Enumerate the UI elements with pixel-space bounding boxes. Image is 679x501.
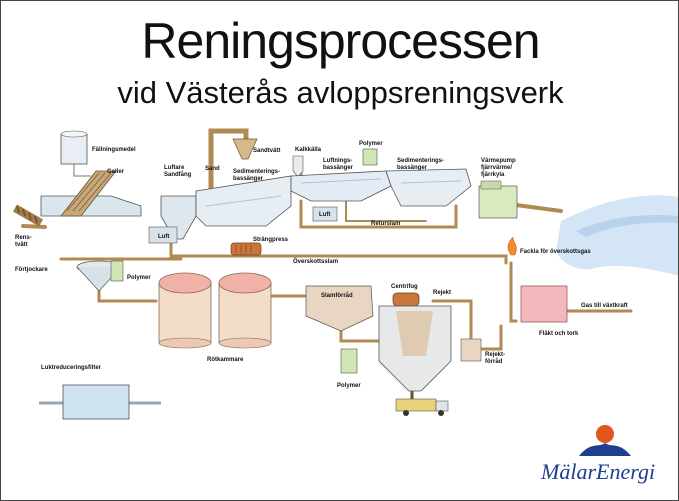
- label-kalkkalla: Kalkkälla: [295, 147, 322, 153]
- luft-box-2: [312, 206, 338, 222]
- label-luftning-a: Luftnings-: [323, 158, 352, 164]
- strangpress-machine: [230, 242, 262, 256]
- label-sedimentering-1b: bassänger: [233, 176, 264, 182]
- polymer-box-mid: [110, 260, 124, 282]
- label-strangpress: Strängpress: [253, 237, 289, 243]
- sedimentering-2: [385, 168, 472, 207]
- lake: [556, 195, 678, 276]
- pipes: [21, 164, 633, 351]
- page-subtitle: vid Västerås avloppsreningsverk: [117, 75, 564, 110]
- label-rejektforrad-b: förråd: [485, 358, 503, 365]
- label-rejekt: Rejekt: [433, 290, 451, 296]
- pipe-overskottsslam: [169, 236, 508, 265]
- pipe-returslam: [299, 199, 458, 229]
- label-luft-1: Luft: [158, 234, 169, 240]
- pipe-outlet: [514, 203, 563, 213]
- rotkammare-1: [158, 272, 212, 349]
- slamforrad-tank: [305, 285, 374, 332]
- kalkkalla-tank: [292, 155, 304, 178]
- label-luft-2: Luft: [319, 212, 330, 218]
- label-rotkammare: Rötkammare: [207, 357, 244, 363]
- label-sandtvatt: Sandtvätt: [253, 148, 280, 154]
- truck: [395, 398, 449, 416]
- luktreducering-filter: [39, 384, 161, 420]
- pipe-rejekt: [431, 299, 473, 343]
- pipe-ret-loop: [345, 195, 427, 222]
- label-polymer-mid: Polymer: [127, 275, 151, 281]
- label-sedimentering-2b: bassänger: [397, 165, 428, 171]
- label-sandfang: Sandfång: [164, 171, 192, 178]
- sand-pipe: [208, 128, 249, 201]
- rotkammare-2: [218, 272, 272, 349]
- label-centrifug: Centrifug: [391, 284, 418, 290]
- luft-box-1: [148, 226, 178, 244]
- polymer-box-top: [362, 148, 378, 166]
- pipe-inlet: [21, 224, 47, 229]
- fackla-flame: [507, 236, 517, 256]
- label-sand: Sand: [205, 166, 220, 172]
- label-slamforrad: Slamförråd: [321, 292, 353, 299]
- centrifug-machine: [392, 292, 420, 307]
- label-gas-vaxtkraft: Gas till växtkraft: [581, 303, 628, 309]
- rens-tvatt-screw: [13, 204, 43, 227]
- luftningsbassanger: [290, 170, 392, 202]
- label-returslam: Returslam: [371, 221, 400, 227]
- label-polymer-top: Polymer: [359, 141, 383, 147]
- fallningsmedel-tank: [60, 133, 88, 165]
- label-sedimentering-1a: Sedimenterings-: [233, 169, 280, 175]
- label-fortjockare: Förtjockare: [15, 267, 48, 273]
- page-title: Reningsprocessen: [141, 13, 540, 69]
- label-overskottsslam: Överskottsslam: [293, 258, 338, 265]
- pipe-rejekt-return: [479, 324, 503, 351]
- galler-grating: [60, 170, 117, 217]
- malarenergi-logo-icon: [579, 425, 631, 456]
- label-luftare: Luftare: [164, 165, 185, 171]
- lake-highlight: [576, 214, 678, 237]
- varmepump-box: [478, 185, 518, 219]
- label-fackla: Facklа för överskottsgas: [520, 249, 591, 255]
- polymer-box-bottom: [340, 348, 358, 374]
- brand-name: MälarEnergi: [541, 459, 656, 484]
- label-luftning-b: bassänger: [323, 165, 354, 171]
- label-rejektforrad-a: Rejekt-: [485, 352, 505, 358]
- label-luktreducering: Luktreduceringsfilter: [41, 365, 102, 371]
- label-flakt-tork: Fläkt och tork: [539, 331, 579, 337]
- label-fallningsmedel: Fällningsmedel: [92, 147, 136, 153]
- label-galler: Galler: [107, 169, 125, 175]
- label-rens: Rens-: [15, 235, 32, 241]
- label-tvatt: tvätt: [15, 242, 28, 248]
- label-sedimentering-2a: Sedimenterings-: [397, 158, 444, 164]
- label-polymer-bottom: Polymer: [337, 383, 361, 389]
- label-varmepump-b: fjärrvärme/: [481, 165, 512, 171]
- pipe-gas: [509, 261, 518, 323]
- label-varmepump-c: fjärrkyla: [481, 172, 505, 178]
- rejektforrad-box: [460, 338, 482, 362]
- sandtvatt-funnel: [232, 138, 258, 160]
- pipe-from-fortjockare: [97, 289, 158, 303]
- label-varmepump-a: Värmepump: [481, 158, 516, 164]
- flakt-tork-box: [520, 285, 568, 323]
